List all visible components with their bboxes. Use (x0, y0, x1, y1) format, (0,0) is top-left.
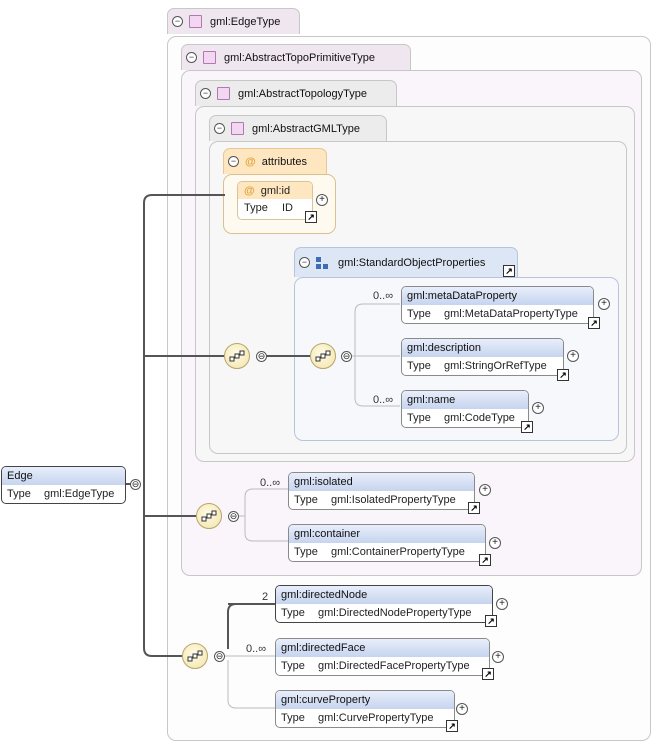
element-name: gml:name (407, 394, 456, 406)
link-arrow-icon[interactable]: ↗ (503, 265, 515, 277)
sequence-compositor-icon[interactable] (182, 643, 208, 669)
abstract-gml-label: gml:AbstractGMLType (252, 122, 360, 135)
type-value: gml:CurvePropertyType (318, 712, 434, 724)
collapse-icon[interactable]: ⊖ (214, 651, 225, 662)
root-element-edge[interactable]: Edge Type gml:EdgeType (1, 466, 126, 504)
element-name: gml:curveProperty (281, 694, 371, 706)
collapse-icon[interactable]: − (214, 123, 225, 134)
abstract-topo-primitive-tab[interactable]: − gml:AbstractTopoPrimitiveType (181, 44, 411, 70)
type-key: Type (281, 607, 305, 619)
attribute-name: gml:id (260, 184, 291, 197)
attributes-tab[interactable]: − @ attributes (223, 148, 327, 174)
abstract-topology-label: gml:AbstractTopologyType (238, 87, 368, 100)
collapse-icon[interactable]: − (186, 52, 197, 63)
abstract-topology-tab[interactable]: − gml:AbstractTopologyType (195, 80, 397, 106)
collapse-icon[interactable]: − (200, 88, 211, 99)
type-value: gml:StringOrRefType (444, 360, 547, 372)
abstract-topo-primitive-label: gml:AbstractTopoPrimitiveType (224, 51, 375, 64)
collapse-icon[interactable]: ⊖ (228, 511, 239, 522)
sequence-compositor-icon[interactable] (224, 343, 250, 369)
attribute-icon: @ (245, 155, 256, 168)
link-arrow-icon[interactable]: ↗ (468, 502, 480, 514)
element-name: gml:directedFace (281, 642, 366, 654)
expand-icon[interactable]: + (492, 651, 504, 663)
group-icon (316, 256, 330, 269)
type-key: Type (407, 360, 431, 372)
element-curveproperty[interactable]: gml:curveProperty Type gml:CurvePropertyT… (275, 690, 458, 732)
cardinality: 0..∞ (260, 477, 281, 489)
collapse-icon[interactable]: − (172, 16, 183, 27)
element-directednode[interactable]: gml:directedNode Type gml:DirectedNodePro… (275, 585, 497, 627)
type-value: gml:MetaDataPropertyType (444, 308, 578, 320)
group-tab[interactable]: − gml:StandardObjectProperties (294, 247, 518, 277)
attribute-gml-id[interactable]: @ gml:id Type ID ↗ (237, 181, 317, 223)
element-name-gml[interactable]: gml:name Type gml:CodeType ↗ (401, 390, 533, 433)
edge-type-label: gml:EdgeType (210, 15, 281, 28)
link-arrow-icon[interactable]: ↗ (305, 211, 317, 223)
collapse-icon[interactable]: − (228, 156, 239, 167)
element-isolated[interactable]: gml:isolated Type gml:IsolatedPropertyTyp… (288, 472, 480, 514)
expand-icon[interactable]: + (496, 598, 508, 610)
expand-icon[interactable]: + (456, 703, 468, 715)
link-arrow-icon[interactable]: ↗ (588, 317, 600, 329)
link-arrow-icon[interactable]: ↗ (446, 720, 458, 732)
type-value: gml:IsolatedPropertyType (331, 494, 456, 506)
link-arrow-icon[interactable]: ↗ (557, 369, 569, 381)
expand-icon[interactable]: + (316, 194, 328, 206)
element-name: gml:description (407, 342, 481, 354)
type-icon (231, 122, 244, 135)
expand-icon[interactable]: + (532, 402, 544, 414)
type-key: Type (294, 494, 318, 506)
type-value: gml:EdgeType (44, 488, 115, 500)
sequence-compositor-icon[interactable] (310, 343, 336, 369)
collapse-icon[interactable]: ⊖ (341, 351, 352, 362)
type-key: Type (407, 308, 431, 320)
element-name: gml:metaDataProperty (407, 290, 518, 302)
type-value: gml:DirectedFacePropertyType (318, 660, 470, 672)
type-key: Type (7, 488, 31, 500)
type-key: Type (244, 202, 268, 214)
element-name: gml:directedNode (281, 589, 368, 601)
collapse-icon[interactable]: ⊖ (256, 351, 267, 362)
link-arrow-icon[interactable]: ↗ (521, 421, 533, 433)
type-value: gml:CodeType (444, 412, 515, 424)
type-key: Type (281, 660, 305, 672)
attributes-label: attributes (261, 155, 307, 168)
element-name: gml:isolated (294, 476, 353, 488)
sequence-compositor-icon[interactable] (196, 503, 222, 529)
type-value: ID (282, 202, 293, 214)
type-icon (203, 51, 216, 64)
type-key: Type (294, 546, 318, 558)
expand-icon[interactable]: + (479, 484, 491, 496)
element-container[interactable]: gml:container Type gml:ContainerPropertyT… (288, 524, 491, 566)
collapse-icon[interactable]: − (299, 257, 310, 268)
attribute-icon: @ (244, 184, 255, 197)
cardinality: 0..∞ (246, 643, 267, 655)
collapse-icon[interactable]: ⊖ (130, 479, 141, 490)
type-value: gml:DirectedNodePropertyType (318, 607, 472, 619)
link-arrow-icon[interactable]: ↗ (482, 668, 494, 680)
element-name: gml:container (294, 528, 361, 540)
cardinality: 2 (262, 591, 269, 603)
cardinality: 0..∞ (373, 290, 394, 302)
group-label: gml:StandardObjectProperties (338, 256, 486, 269)
type-key: Type (281, 712, 305, 724)
type-icon (189, 15, 202, 28)
type-value: gml:ContainerPropertyType (331, 546, 465, 558)
type-icon (217, 87, 230, 100)
expand-icon[interactable]: + (489, 537, 501, 549)
element-directedface[interactable]: gml:directedFace Type gml:DirectedFacePro… (275, 638, 494, 680)
link-arrow-icon[interactable]: ↗ (485, 615, 497, 627)
link-arrow-icon[interactable]: ↗ (479, 554, 491, 566)
type-key: Type (407, 412, 431, 424)
expand-icon[interactable]: + (567, 350, 579, 362)
abstract-gml-tab[interactable]: − gml:AbstractGMLType (209, 115, 387, 141)
element-metadataproperty[interactable]: gml:metaDataProperty Type gml:MetaDataPro… (401, 286, 600, 329)
element-name: Edge (7, 470, 33, 482)
edge-type-tab[interactable]: − gml:EdgeType (167, 8, 300, 34)
cardinality: 0..∞ (373, 394, 394, 406)
expand-icon[interactable]: + (598, 298, 610, 310)
